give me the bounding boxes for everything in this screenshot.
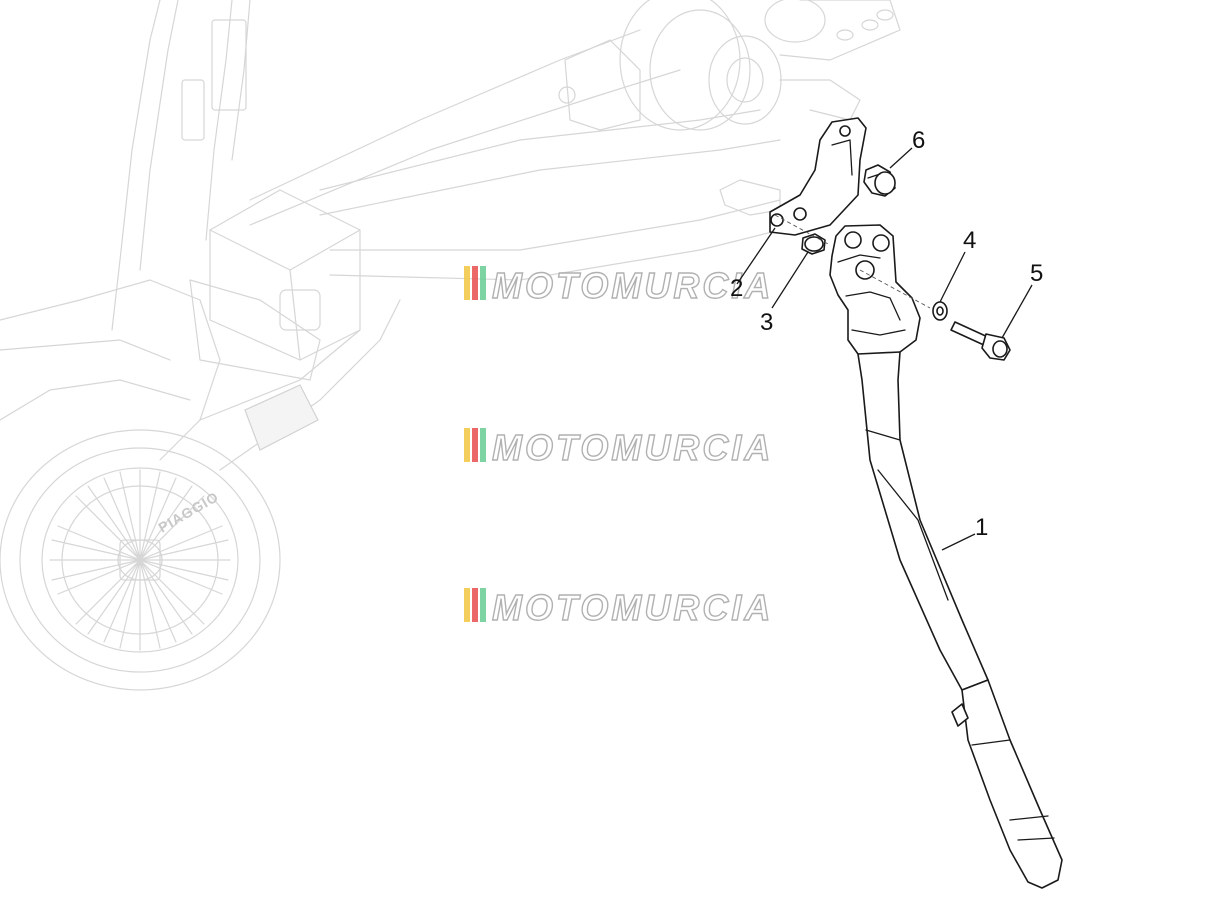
part-6-rubber-buffer[interactable] xyxy=(863,164,896,197)
callout-leaders xyxy=(736,147,1033,551)
watermark-text: MOTOMURCIA xyxy=(492,587,773,628)
watermark-1: MOTOMURCIA xyxy=(464,264,773,307)
watermark-stripe-green xyxy=(480,588,486,622)
watermark-stripe-red xyxy=(472,266,478,300)
watermark-3: MOTOMURCIA xyxy=(464,586,773,629)
frame-background: PIAGGIO xyxy=(0,0,901,691)
watermark-text: MOTOMURCIA xyxy=(492,265,773,306)
leader-2 xyxy=(736,227,776,285)
callout-5: 5 xyxy=(1030,260,1043,287)
part-3-spacer[interactable] xyxy=(801,233,826,255)
watermark-stripe-red xyxy=(472,588,478,622)
part-1-side-stand[interactable] xyxy=(829,224,1063,889)
watermark-2: MOTOMURCIA xyxy=(464,426,773,469)
watermark-stripe-yellow xyxy=(464,588,470,622)
leader-3 xyxy=(771,251,809,309)
watermark-stripe-yellow xyxy=(464,428,470,462)
assembly-axis xyxy=(774,214,931,309)
leader-4 xyxy=(939,251,966,303)
watermark-stripe-yellow xyxy=(464,266,470,300)
watermark-stripe-green xyxy=(480,266,486,300)
callout-2: 2 xyxy=(730,275,743,302)
watermark-stripe-red xyxy=(472,428,478,462)
part-4-washer[interactable] xyxy=(932,301,948,321)
watermark-text: MOTOMURCIA xyxy=(492,427,773,468)
callout-labels: 1 2 3 4 5 6 xyxy=(730,127,1043,541)
background-brand-text: PIAGGIO xyxy=(156,488,222,535)
leader-5 xyxy=(1001,284,1033,339)
part-5-bolt[interactable] xyxy=(950,321,1011,361)
callout-4: 4 xyxy=(963,227,976,254)
part-2-bracket[interactable] xyxy=(769,117,867,236)
watermark-stripe-green xyxy=(480,428,486,462)
wheel-spokes xyxy=(49,469,231,651)
leader-1 xyxy=(941,533,976,551)
callout-1: 1 xyxy=(975,514,988,541)
leader-6 xyxy=(889,147,913,169)
callout-6: 6 xyxy=(912,127,925,154)
callout-3: 3 xyxy=(760,309,773,336)
